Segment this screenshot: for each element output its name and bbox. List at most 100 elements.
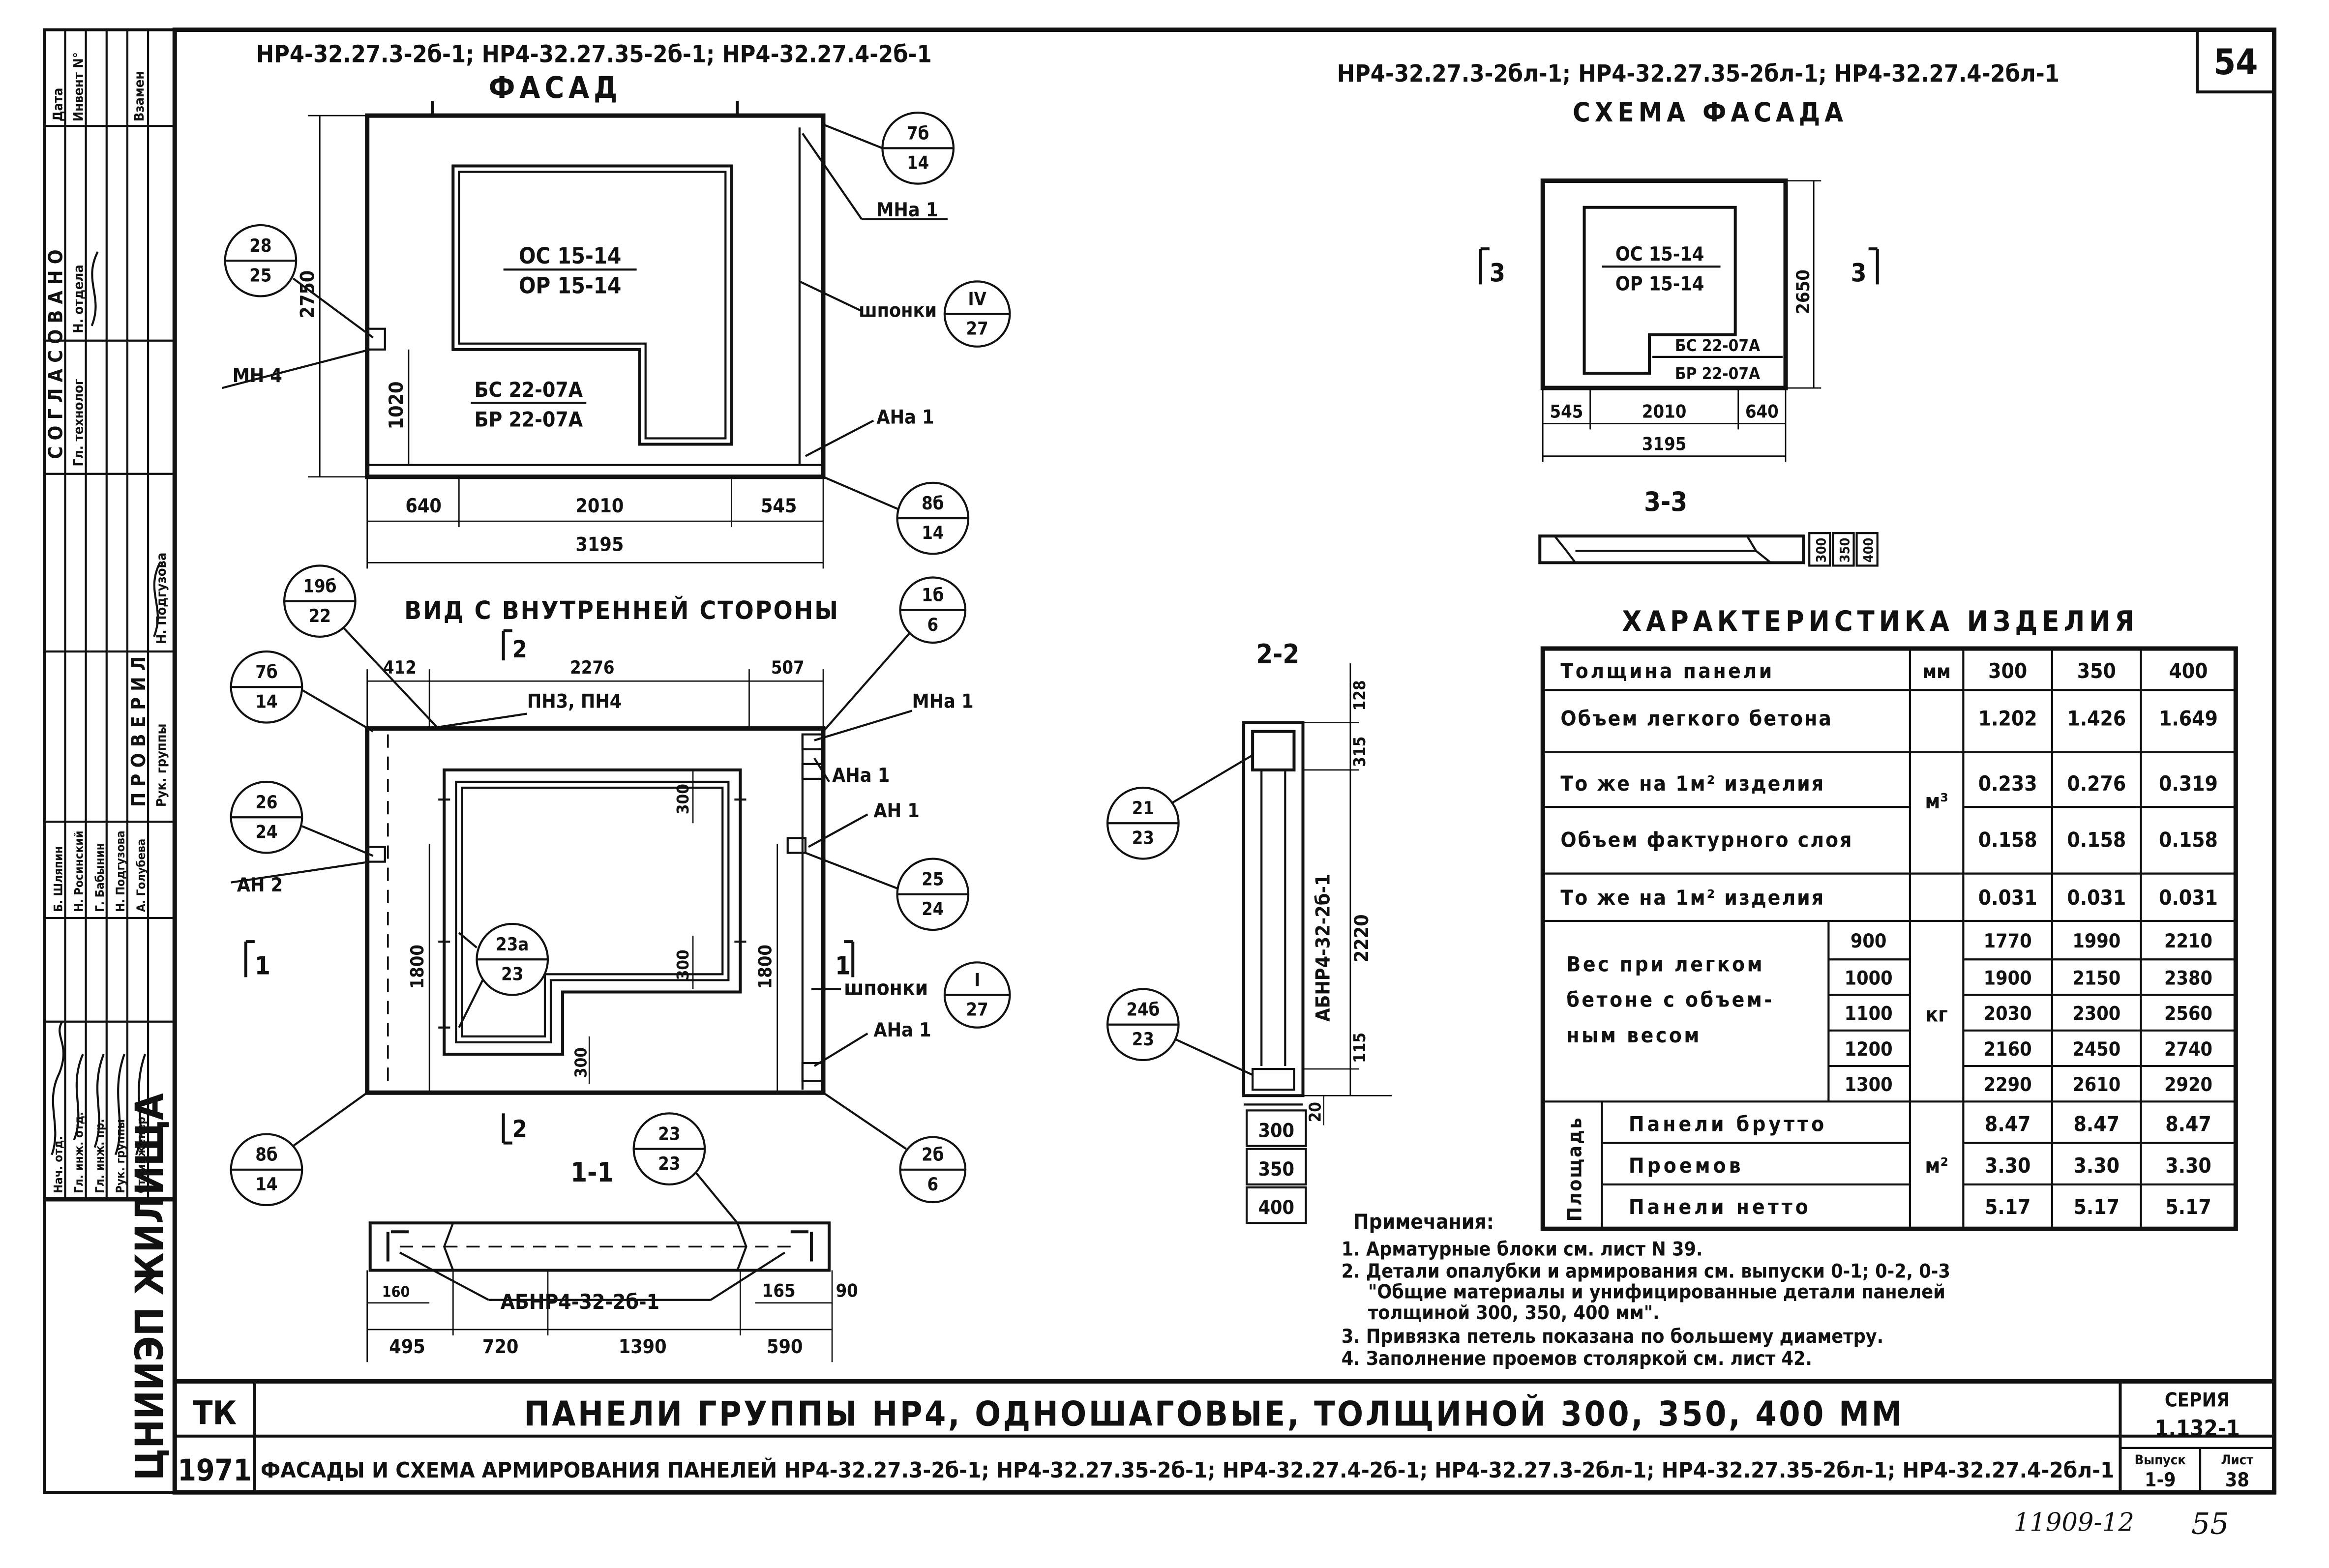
facade-marks: НР4-32.27.3-2б-1; НР4-32.27.35-2б-1; НР4… <box>256 41 932 68</box>
section22-thick-350: 350 <box>1258 1158 1294 1181</box>
section22-callout-24b-top: 24б <box>1126 999 1160 1020</box>
section-2-2: 2-2 АБНР4-32-2б-1 128 315 2220 115 20 30… <box>1106 639 1392 1224</box>
sheet-frame <box>172 27 2277 1495</box>
table-weight-density-1000: 1000 <box>1845 967 1893 989</box>
facade-callout-8b-bottom: 14 <box>922 522 944 543</box>
side-name-3: Г. Бабынин <box>93 843 107 912</box>
table-unit-m2: м² <box>1925 1154 1948 1178</box>
scheme-cut-left: 3 <box>1490 258 1505 288</box>
section22-callout-24b-bottom: 23 <box>1132 1029 1154 1050</box>
inner-label-ana1-bottom: АНа 1 <box>873 1019 931 1041</box>
table-weight-density-1100: 1100 <box>1845 1003 1893 1025</box>
facade-door-bottom: БР 22-07А <box>475 407 583 431</box>
section22-label: АБНР4-32-2б-1 <box>1313 874 1335 1022</box>
inner-dim-300-bottom: 300 <box>571 1047 590 1078</box>
table-weight-1300-300: 2290 <box>1984 1074 2032 1096</box>
inner-view: ВИД С ВНУТРЕННЕЙ СТОРОНЫ 412 2276 507 ПН… <box>230 564 1011 1207</box>
side-soglasovano: С О Г Л А С О В А Н О <box>45 249 67 459</box>
table-brutto-300: 8.47 <box>1985 1112 2031 1136</box>
table-weight-1000-400: 2380 <box>2164 967 2212 989</box>
inner-dim-300-top: 300 <box>673 784 692 814</box>
inner-dim-2276: 2276 <box>570 657 614 678</box>
title-block: ТК 1971 ПАНЕЛИ ГРУППЫ НР4, ОДНОШАГОВЫЕ, … <box>175 1379 2274 1541</box>
table-weight-1200-400: 2740 <box>2164 1038 2212 1061</box>
scheme-door-top: БС 22-07А <box>1675 336 1760 355</box>
section33-title: 3-3 <box>1644 486 1687 517</box>
table-facing-300: 0.158 <box>1978 828 2037 852</box>
scheme-dim-3195: 3195 <box>1642 434 1686 455</box>
scheme-dim-height: 2650 <box>1792 269 1814 314</box>
scheme-view: НР4-32.27.3-2бл-1; НР4-32.27.35-2бл-1; Н… <box>1337 60 2060 462</box>
section33-dim-350: 350 <box>1837 538 1852 563</box>
stamp-page-number: 55 <box>2191 1507 2229 1541</box>
stamp-tk: ТК <box>193 1394 237 1432</box>
table-weight-density-1300: 1300 <box>1845 1074 1893 1096</box>
table-weight-1000-350: 2150 <box>2072 967 2120 989</box>
inner-label-ana1-top: АНа 1 <box>832 765 890 787</box>
inner-cut-right: 1 <box>835 951 851 980</box>
inner-callout-7b-bottom: 14 <box>255 691 277 712</box>
facade-callout-28-bottom: 25 <box>249 265 271 286</box>
characteristics-table: ХАРАКТЕРИСТИКА ИЗДЕЛИЯ Толщина панели мм… <box>1540 605 2238 1231</box>
inner-dim-1800-left: 1800 <box>407 945 428 989</box>
stamp-series-value: 1.132-1 <box>2154 1416 2240 1442</box>
notes: Примечания: 1. Арматурные блоки см. лист… <box>1342 1210 1950 1370</box>
table-head-350: 350 <box>2077 659 2116 683</box>
facade-callout-shponki-top: IV <box>968 289 986 310</box>
scheme-dim-545: 545 <box>1550 401 1583 422</box>
table-facing-350: 0.158 <box>2067 828 2126 852</box>
facade-label-mn4: МН 4 <box>233 365 282 387</box>
section22-dim-128: 128 <box>1350 680 1369 710</box>
table-weight-900-400: 2210 <box>2164 930 2212 952</box>
facade-window-bottom: ОР 15-14 <box>519 272 621 298</box>
inner-label-an2: АН 2 <box>237 874 283 896</box>
inner-callout-7b-top: 7б <box>255 661 277 682</box>
facade-dim-2010: 2010 <box>575 495 624 517</box>
table-weight-1000-300: 1900 <box>1984 967 2032 989</box>
side-role-tech: Гл. технолог <box>71 379 87 467</box>
inner-cut-bottom: 2 <box>512 1116 527 1143</box>
section22-callout-21-top: 21 <box>1132 798 1154 819</box>
side-col-inv: Инвент N° <box>71 52 87 121</box>
inner-callout-23a-top: 23а <box>496 934 529 955</box>
side-col-vzamen: Взамен <box>132 71 147 121</box>
inner-callout-2b-top: 2б <box>922 1144 944 1165</box>
table-row-netto: Панели нетто <box>1629 1195 1811 1219</box>
table-volume-350: 1.426 <box>2067 707 2126 731</box>
inner-cut-left: 1 <box>255 951 270 980</box>
notes-title: Примечания: <box>1353 1210 1494 1234</box>
table-row-brutto: Панели брутто <box>1629 1112 1827 1136</box>
facade-callout-7b-bottom: 14 <box>907 152 929 174</box>
side-role-rukgr: Рук. группы <box>154 723 169 807</box>
side-name-1: Б. Шляпин <box>51 846 65 912</box>
scheme-door-bottom: БР 22-07А <box>1675 364 1760 383</box>
inner-cut-top: 2 <box>512 636 527 663</box>
table-weight-1300-350: 2610 <box>2072 1074 2120 1096</box>
table-row-volume-m2: То же на 1м² изделия <box>1560 771 1825 796</box>
facade-callout-shponki-bottom: 27 <box>966 318 988 339</box>
table-row-weight-1: Вес при легком <box>1566 952 1764 976</box>
note-2b: "Общие материалы и унифицированные детал… <box>1368 1281 1945 1303</box>
table-weight-1100-400: 2560 <box>2164 1003 2212 1025</box>
inner-label-mna1: МНа 1 <box>912 690 974 712</box>
scheme-window-top: ОС 15-14 <box>1615 243 1704 266</box>
inner-callout-19b-bottom: 22 <box>309 605 331 626</box>
table-openings-400: 3.30 <box>2165 1154 2211 1178</box>
scheme-window-bottom: ОР 15-14 <box>1615 273 1704 295</box>
table-weight-1300-400: 2920 <box>2164 1074 2212 1096</box>
side-org: ЦНИИЭП ЖИЛИЩА <box>127 1093 172 1480</box>
section11-dim-1390: 1390 <box>619 1336 667 1358</box>
table-brutto-350: 8.47 <box>2074 1112 2120 1136</box>
inner-dim-300-mid: 300 <box>673 949 692 980</box>
inner-dim-1800-right: 1800 <box>755 945 776 989</box>
section22-dim-315: 315 <box>1350 737 1369 767</box>
scheme-marks: НР4-32.27.3-2бл-1; НР4-32.27.35-2бл-1; Н… <box>1337 60 2060 88</box>
table-openings-350: 3.30 <box>2074 1154 2120 1178</box>
section11-title: 1-1 <box>570 1157 614 1188</box>
note-4: 4. Заполнение проемов столяркой см. лист… <box>1342 1348 1812 1370</box>
section11-dim-90: 90 <box>836 1280 858 1302</box>
section-3-3: 3-3 300 350 400 <box>1538 486 1879 567</box>
note-2a: 2. Детали опалубки и армирования см. вып… <box>1342 1261 1950 1283</box>
inner-callout-26-bottom: 24 <box>255 821 277 842</box>
side-signatures <box>51 251 161 1155</box>
